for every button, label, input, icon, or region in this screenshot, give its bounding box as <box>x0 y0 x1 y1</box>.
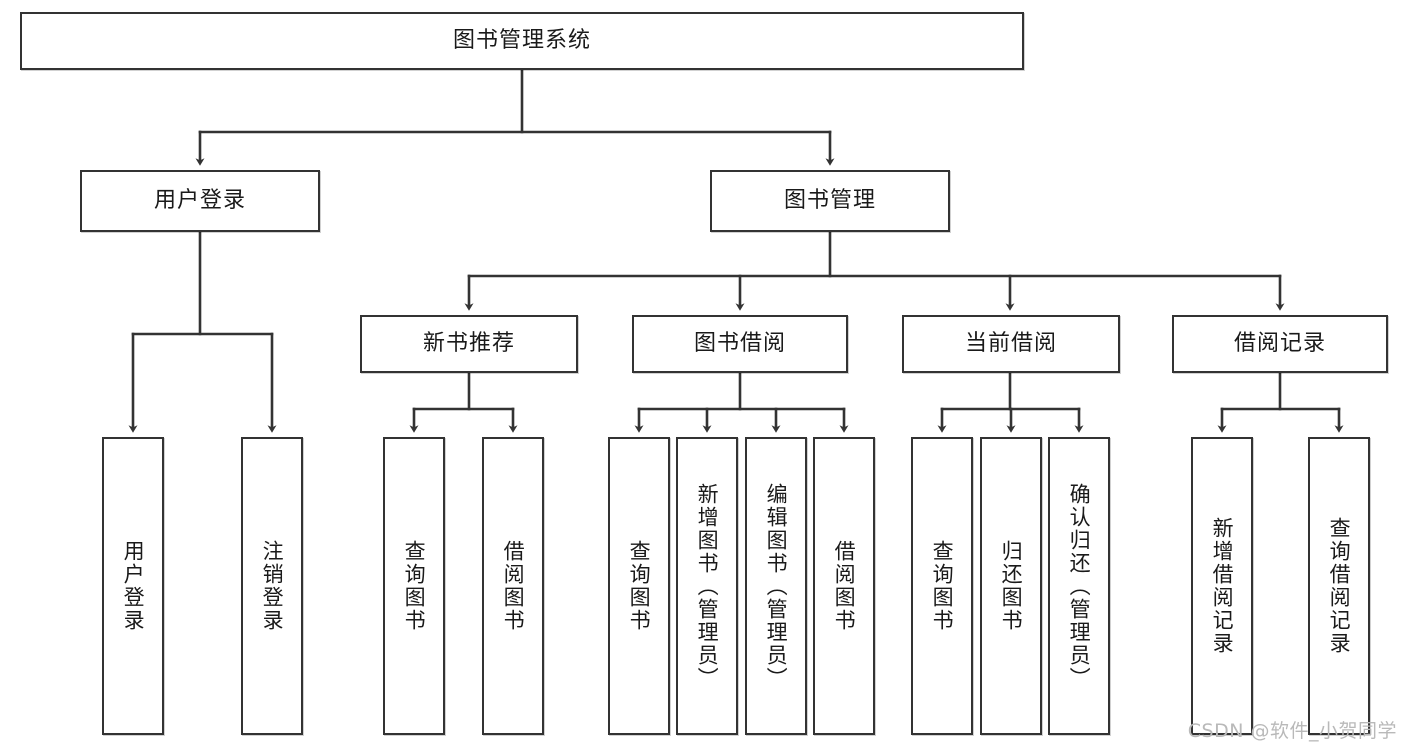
node-borrow-record[interactable]: 借阅记录 <box>1172 315 1388 373</box>
leaf-recommend-query-book-label: 查询图书 <box>402 540 427 632</box>
leaf-record-query-record[interactable]: 查询借阅记录 <box>1308 437 1370 735</box>
leaf-user-login-logout-label: 注销登录 <box>260 540 285 632</box>
leaf-current-confirm-return[interactable]: 确认归还（管理员） <box>1048 437 1110 735</box>
leaf-borrow-borrow-book[interactable]: 借阅图书 <box>813 437 875 735</box>
csdn-watermark: CSDN @软件_小贺同学 <box>1187 720 1397 742</box>
leaf-user-login-logout[interactable]: 注销登录 <box>241 437 303 735</box>
leaf-borrow-edit-book-label: 编辑图书（管理员） <box>764 482 789 690</box>
leaf-record-add-record[interactable]: 新增借阅记录 <box>1191 437 1253 735</box>
node-new-book-recommend[interactable]: 新书推荐 <box>360 315 578 373</box>
leaf-record-query-record-label: 查询借阅记录 <box>1327 517 1352 655</box>
node-book-management[interactable]: 图书管理 <box>710 170 950 232</box>
leaf-user-login-login-label: 用户登录 <box>121 540 146 632</box>
leaf-current-return-book[interactable]: 归还图书 <box>980 437 1042 735</box>
leaf-current-query-book[interactable]: 查询图书 <box>911 437 973 735</box>
leaf-borrow-query-book-label: 查询图书 <box>627 540 652 632</box>
leaf-recommend-borrow-book[interactable]: 借阅图书 <box>482 437 544 735</box>
leaf-user-login-login[interactable]: 用户登录 <box>102 437 164 735</box>
node-borrow-record-label: 借阅记录 <box>1233 330 1326 356</box>
leaf-recommend-query-book[interactable]: 查询图书 <box>383 437 445 735</box>
leaf-current-confirm-return-label: 确认归还（管理员） <box>1067 482 1092 690</box>
node-user-login-label: 用户登录 <box>153 187 246 213</box>
node-user-login[interactable]: 用户登录 <box>80 170 320 232</box>
leaf-borrow-query-book[interactable]: 查询图书 <box>608 437 670 735</box>
node-current-borrow[interactable]: 当前借阅 <box>902 315 1120 373</box>
leaf-borrow-add-book-label: 新增图书（管理员） <box>695 482 720 690</box>
node-root-label: 图书管理系统 <box>452 27 591 53</box>
node-root[interactable]: 图书管理系统 <box>20 12 1024 70</box>
leaf-borrow-edit-book[interactable]: 编辑图书（管理员） <box>745 437 807 735</box>
node-book-management-label: 图书管理 <box>783 187 876 213</box>
node-book-borrow[interactable]: 图书借阅 <box>632 315 848 373</box>
node-book-borrow-label: 图书借阅 <box>693 330 786 356</box>
node-current-borrow-label: 当前借阅 <box>964 330 1057 356</box>
leaf-record-add-record-label: 新增借阅记录 <box>1210 517 1235 655</box>
leaf-current-query-book-label: 查询图书 <box>930 540 955 632</box>
leaf-borrow-borrow-book-label: 借阅图书 <box>832 540 857 632</box>
leaf-current-return-book-label: 归还图书 <box>999 540 1024 632</box>
node-new-book-recommend-label: 新书推荐 <box>422 330 515 356</box>
leaf-borrow-add-book[interactable]: 新增图书（管理员） <box>676 437 738 735</box>
leaf-recommend-borrow-book-label: 借阅图书 <box>501 540 526 632</box>
